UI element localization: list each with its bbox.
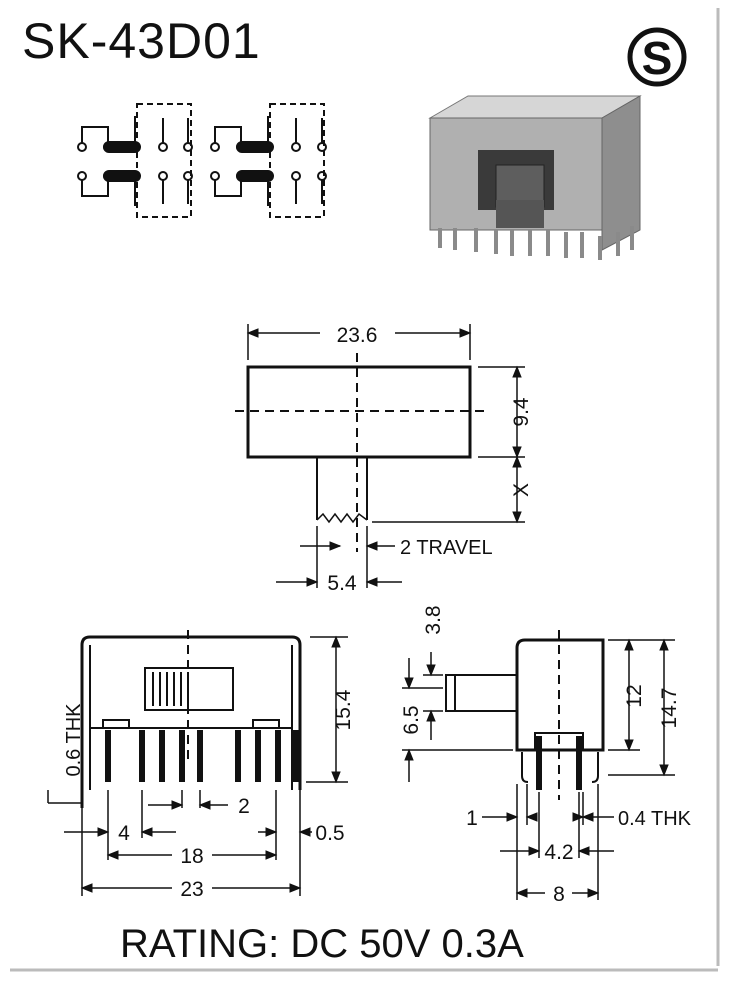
dim-travel: 2 TRAVEL [400, 537, 493, 559]
dim-side-3-8: 3.8 [422, 605, 445, 634]
rating-label: RATING: DC 50V 0.3A [120, 922, 524, 966]
dim-top-width: 23.6 [337, 324, 378, 347]
dim-side-1: 1 [466, 807, 478, 830]
dim-side-8: 8 [553, 883, 565, 906]
dim-side-6-5: 6.5 [400, 705, 423, 734]
dim-side-4-2: 4.2 [544, 841, 573, 864]
dim-width-23: 23 [180, 878, 203, 901]
dim-side-12: 12 [623, 684, 646, 707]
brand-logo: S [627, 27, 687, 87]
dim-pin-05: 0.5 [315, 822, 344, 845]
product-photo [428, 95, 642, 260]
schematic-pole-right [210, 103, 327, 218]
side-view-drawing [402, 630, 675, 900]
logo-letter: S [642, 32, 673, 84]
page-border [10, 8, 720, 972]
dim-span-18: 18 [180, 845, 203, 868]
schematic-pole-left [77, 103, 193, 218]
dim-front-height: 15.4 [332, 689, 355, 730]
dim-side-04-thk: 0.4 THK [618, 808, 692, 830]
circuit-schematic [77, 103, 327, 218]
dim-knob-width: 5.4 [327, 572, 357, 595]
dim-top-x: X [510, 483, 533, 497]
dim-pitch-2: 2 [238, 795, 250, 818]
top-view-drawing [235, 324, 525, 588]
dim-front-thk: 0.6 THK [63, 703, 85, 777]
dim-pitch-4: 4 [118, 822, 130, 845]
front-view-drawing [47, 630, 348, 896]
dim-top-height: 9.4 [510, 397, 533, 427]
dim-side-14-7: 14.7 [658, 688, 681, 729]
part-number-title: SK-43D01 [22, 13, 261, 69]
